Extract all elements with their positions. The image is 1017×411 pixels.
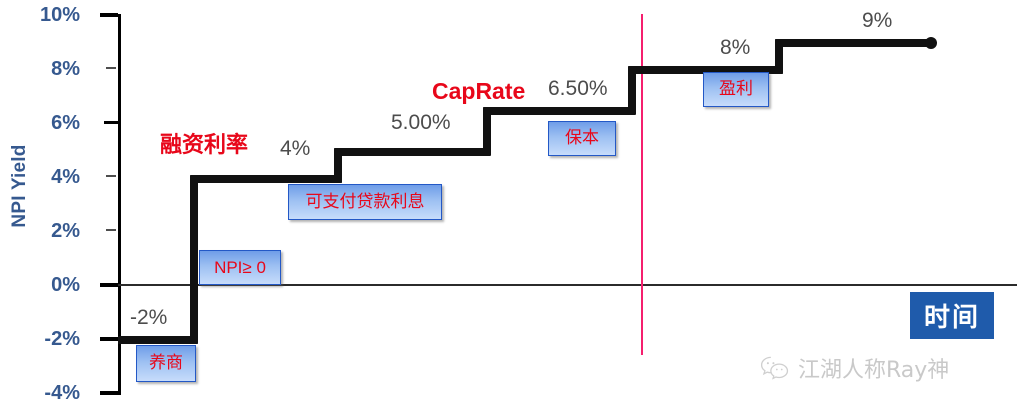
y-axis-tick-10 [100,13,118,17]
value-label-5: 5.00% [391,111,451,134]
step-riser-5-to-65 [483,107,491,156]
y-tick-label-2: 2% [51,220,80,242]
phase-divider-line [641,14,643,355]
value-label-9: 9% [862,9,893,32]
y-tick-label-8: 8% [51,58,80,80]
y-tick-label-neg4: -4% [44,382,80,404]
y-axis-tick-2 [106,229,116,231]
zero-baseline [118,284,1017,286]
y-tick-label-neg2: -2% [44,328,80,350]
x-axis-time-badge: 时间 [910,292,994,339]
value-label-65: 6.50% [548,77,608,100]
watermark-text: 江湖人称Ray神 [798,358,950,383]
value-label-neg2: -2% [130,306,168,329]
y-tick-label-10: 10% [39,4,80,26]
step-riser-65-to-8 [628,66,636,115]
value-label-4: 4% [280,137,311,160]
step-segment-8 [628,66,783,74]
y-axis-tick-8 [106,67,116,69]
y-axis-tick-neg4 [100,391,118,395]
step-segment-5 [334,148,490,156]
y-axis-tick-6 [104,121,118,124]
callout-break-even[interactable]: 保本 [548,121,616,156]
step-riser-neg2-to-4 [190,175,198,344]
y-axis-tick-4 [106,175,116,177]
label-financing-rate: 融资利率 [160,133,249,158]
y-tick-label-6: 6% [51,112,80,134]
y-tick-label-0: 0% [51,274,80,296]
step-end-point [925,37,937,49]
value-label-8: 8% [720,36,751,59]
step-segment-4 [190,175,342,183]
y-axis-tick-neg2 [100,337,118,341]
step-segment-neg2 [118,336,198,344]
callout-profit[interactable]: 盈利 [703,72,769,107]
step-riser-8-to-9 [775,39,783,74]
wechat-icon [760,356,790,380]
step-segment-65 [483,107,635,115]
step-riser-4-to-5 [334,148,342,183]
step-segment-9 [775,39,933,47]
y-axis-tick-labels: 10% 8% 6% 4% 2% 0% -2% -4% [18,0,80,411]
y-axis-line [118,14,121,395]
watermark: 江湖人称Ray神 [760,352,949,384]
label-cap-rate: CapRate [432,78,526,104]
callout-cultivate-tenants[interactable]: 养商 [136,345,196,382]
callout-npi-nonnegative[interactable]: NPI≥ 0 [199,250,281,285]
y-axis-tick-0 [100,283,118,287]
y-tick-label-4: 4% [51,166,80,188]
callout-loan-interest[interactable]: 可支付贷款利息 [288,184,442,220]
